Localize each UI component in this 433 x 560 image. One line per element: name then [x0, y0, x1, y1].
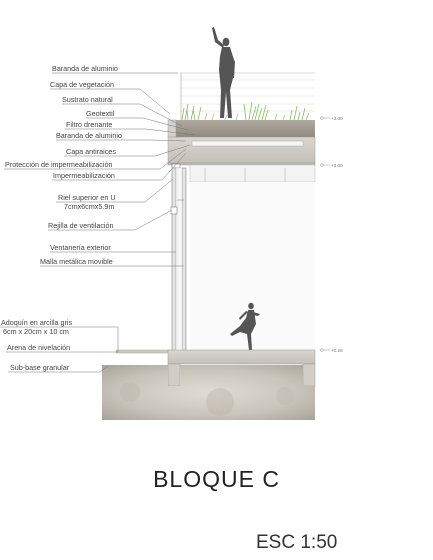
label-baranda-top: Baranda de aluminio	[52, 64, 118, 73]
label-arena: Arena de nivelación	[7, 343, 70, 352]
drawing-title: BLOQUE C	[153, 466, 280, 492]
vegetation-layer	[181, 101, 310, 121]
label-subbase: Sub-base granular	[10, 363, 70, 372]
label-proteccion: Protección de impermeabilización	[5, 160, 112, 169]
ceiling-beam	[189, 164, 316, 183]
drawing-scale: ESC 1:50	[256, 532, 338, 553]
leader-lines	[0, 72, 196, 373]
annotation-labels: Baranda de aluminio Capa de vegetación S…	[1, 64, 122, 372]
label-adoquin-dims: 6cm x 20cm x 10 cm	[3, 327, 69, 336]
label-riel-dims: 7cmx6cmx5.9m	[64, 202, 114, 211]
label-geotextil: Geotextil	[86, 109, 115, 118]
person-standing-silhouette	[212, 27, 235, 118]
window-frame	[170, 167, 187, 353]
label-adoquin: Adoquín en arcilla gris	[1, 318, 73, 327]
label-capa-vegetacion: Capa de vegetación	[50, 80, 114, 89]
level-mid: +3.00	[331, 163, 343, 168]
label-filtro: Filtro drenante	[66, 120, 112, 129]
level-ground: +0.26	[331, 348, 343, 353]
label-ventaneria: Ventanería exterior	[50, 243, 111, 252]
label-malla: Malla metálica movible	[40, 257, 113, 266]
label-antiraices: Capa antiraices	[66, 147, 116, 156]
level-top: +3.00	[331, 116, 343, 121]
child-silhouette	[230, 302, 260, 350]
level-markers: +3.00 +3.00 +0.26	[320, 116, 343, 353]
soil-subbase	[102, 365, 315, 420]
handrail	[180, 72, 315, 120]
label-impermeabilizacion: Impermeabilización	[53, 171, 115, 180]
label-rejilla: Rejilla de ventilación	[48, 221, 114, 230]
label-baranda-bottom: Baranda de aluminio	[56, 131, 122, 140]
label-riel: Riel superior en U	[58, 193, 116, 202]
roof-slab	[167, 119, 316, 169]
label-sustrato: Sustrato natural	[62, 95, 113, 104]
